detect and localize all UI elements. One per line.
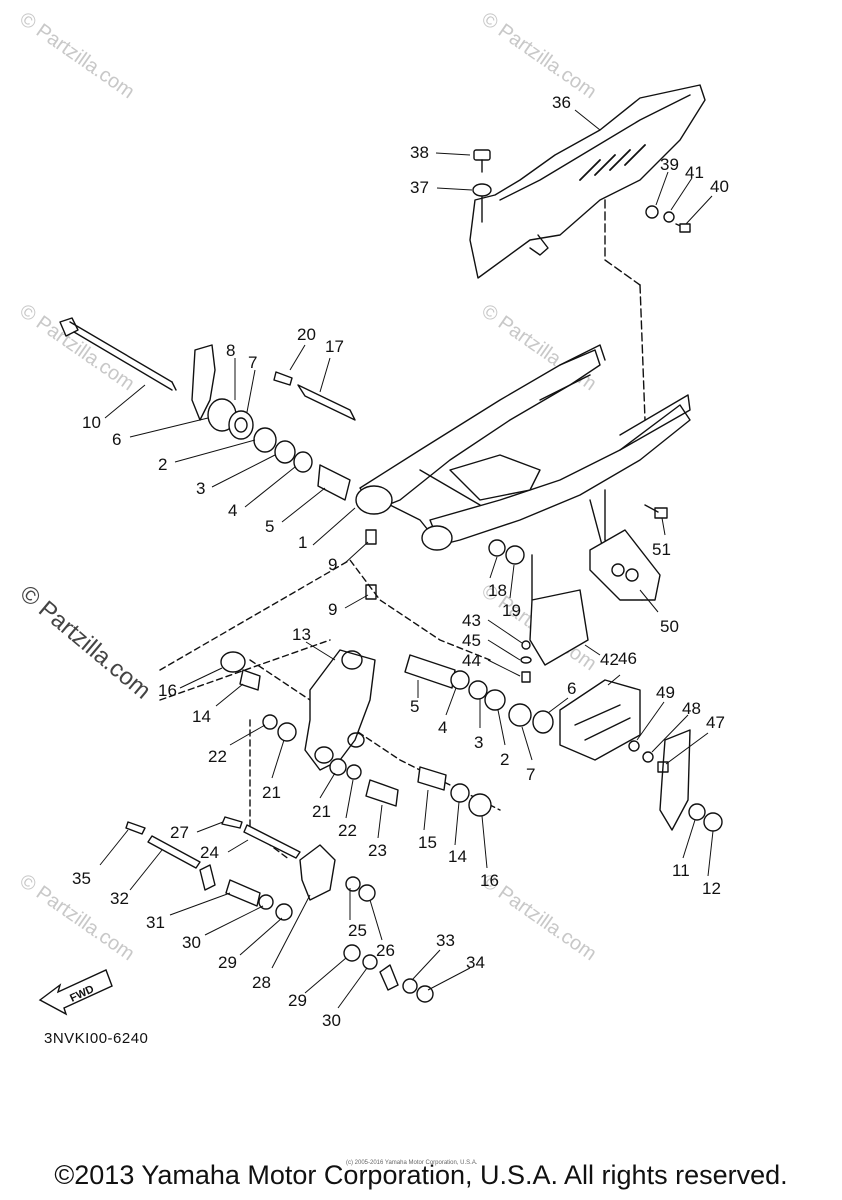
callout-24: 24 — [200, 843, 219, 862]
callout-13: 13 — [292, 625, 311, 644]
callout-29: 29 — [288, 991, 307, 1010]
callout-4: 4 — [438, 718, 447, 737]
copyright-footer: ©2013 Yamaha Motor Corporation, U.S.A. A… — [54, 1160, 788, 1190]
swing-arm — [355, 344, 691, 601]
callout-47: 47 — [706, 713, 725, 732]
callout-28: 28 — [252, 973, 271, 992]
callout-29: 29 — [218, 953, 237, 972]
callout-10: 10 — [82, 413, 101, 432]
callout-20: 20 — [297, 325, 316, 344]
callout-35: 35 — [72, 869, 91, 888]
callout-6: 6 — [567, 679, 576, 698]
bolt-38 — [473, 149, 491, 173]
callout-8: 8 — [226, 341, 235, 360]
callout-7: 7 — [248, 353, 257, 372]
callout-1: 1 — [298, 533, 307, 552]
callout-16: 16 — [158, 681, 177, 700]
callout-2: 2 — [158, 455, 167, 474]
callout-3: 3 — [474, 733, 483, 752]
callout-39: 39 — [660, 155, 679, 174]
callout-4: 4 — [228, 501, 237, 520]
callout-9: 9 — [328, 600, 337, 619]
callout-5: 5 — [265, 517, 274, 536]
callout-30: 30 — [182, 933, 201, 952]
callout-42: 42 — [600, 650, 619, 669]
callout-40: 40 — [710, 177, 729, 196]
callout-37: 37 — [410, 178, 429, 197]
callout-45: 45 — [462, 631, 481, 650]
callout-30: 30 — [322, 1011, 341, 1030]
callout-19: 19 — [502, 601, 521, 620]
callout-27: 27 — [170, 823, 189, 842]
callout-6: 6 — [112, 430, 121, 449]
callout-2: 2 — [500, 750, 509, 769]
pivot-shaft — [59, 317, 177, 391]
callout-50: 50 — [660, 617, 679, 636]
callout-22: 22 — [208, 747, 227, 766]
fwd-arrow: FWD — [38, 969, 113, 1016]
callout-9: 9 — [328, 555, 337, 574]
callout-36: 36 — [552, 93, 571, 112]
callout-48: 48 — [682, 699, 701, 718]
callout-44: 44 — [462, 651, 481, 670]
callout-15: 15 — [418, 833, 437, 852]
callout-41: 41 — [685, 163, 704, 182]
callout-14: 14 — [192, 707, 211, 726]
callout-34: 34 — [466, 953, 485, 972]
callout-14: 14 — [448, 847, 467, 866]
callout-25: 25 — [348, 921, 367, 940]
callout-23: 23 — [368, 841, 387, 860]
callout-26: 26 — [376, 941, 395, 960]
callout-5: 5 — [410, 697, 419, 716]
callout-51: 51 — [652, 540, 671, 559]
callout-7: 7 — [526, 765, 535, 784]
callout-49: 49 — [656, 683, 675, 702]
tiny-copyright: (c) 2005-2016 Yamaha Motor Corporation, … — [346, 1160, 478, 1166]
callout-43: 43 — [462, 611, 481, 630]
callout-31: 31 — [146, 913, 165, 932]
callout-22: 22 — [338, 821, 357, 840]
callout-18: 18 — [488, 581, 507, 600]
collar-37 — [472, 183, 492, 197]
callout-12: 12 — [702, 879, 721, 898]
callout-3: 3 — [196, 479, 205, 498]
callout-32: 32 — [110, 889, 129, 908]
callout-33: 33 — [436, 931, 455, 950]
diagram-code: 3NVKI00-6240 — [44, 1030, 149, 1047]
callout-11: 11 — [672, 861, 690, 880]
callout-21: 21 — [312, 802, 331, 821]
callout-38: 38 — [410, 143, 429, 162]
chain-guard — [469, 84, 706, 279]
callout-17: 17 — [325, 337, 344, 356]
callout-21: 21 — [262, 783, 281, 802]
callout-16: 16 — [480, 871, 499, 890]
relay-arm — [304, 649, 376, 771]
callout-46: 46 — [618, 649, 637, 668]
